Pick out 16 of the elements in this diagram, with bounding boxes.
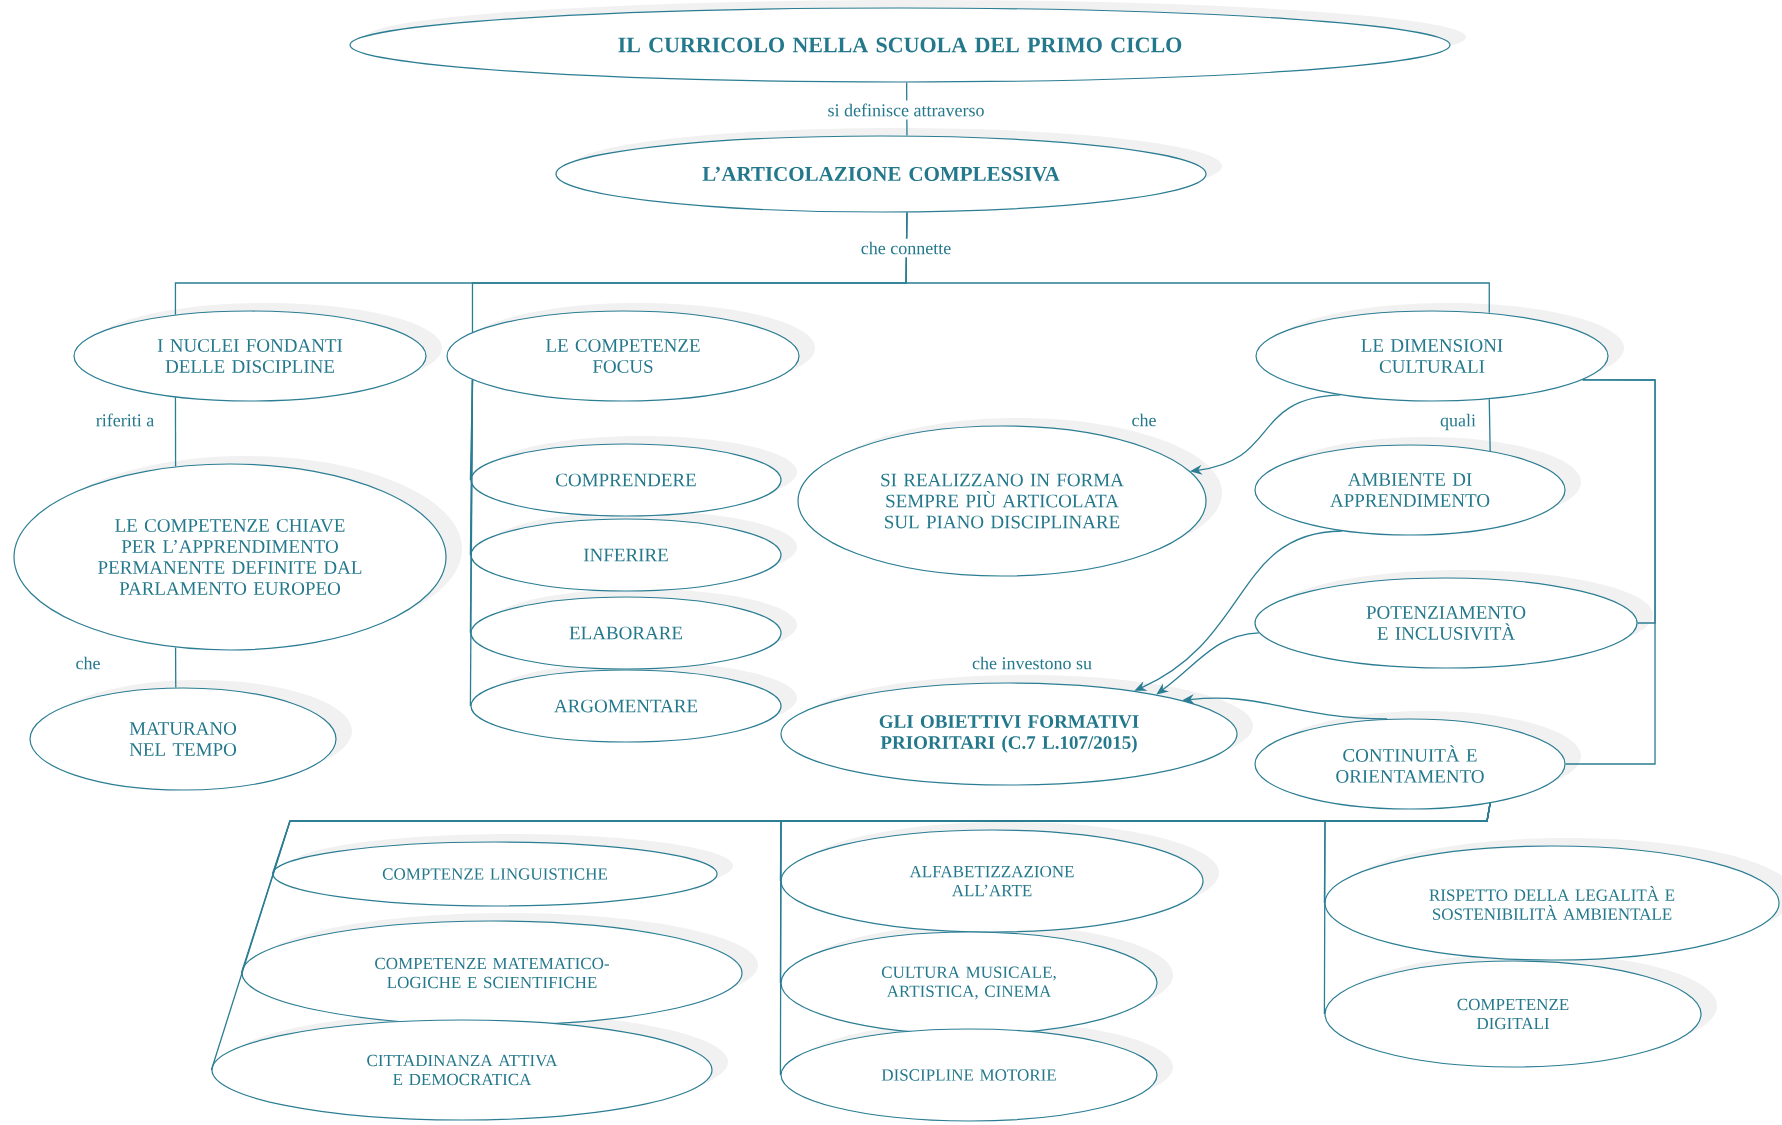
edge-label: quali — [1440, 413, 1476, 431]
edge-label: che — [1132, 413, 1156, 427]
connector-line — [174, 646, 177, 689]
connector-line — [174, 396, 177, 468]
connector-line — [1564, 379, 1656, 765]
connector-line — [469, 379, 474, 707]
connector-line — [1323, 802, 1491, 1015]
edge-label: che connette — [857, 238, 955, 258]
edge-label: si definisce attraverso — [824, 100, 988, 120]
node-label: CITTADINANZA ATTIVA E DEMOCRATICA — [367, 1054, 558, 1086]
connector-line — [1488, 398, 1491, 452]
connector-line — [905, 211, 1490, 314]
edge-label: che investono su — [972, 656, 1092, 670]
edge-label: che — [76, 656, 100, 670]
node-label: DISCIPLINE MOTORIE — [881, 1069, 1056, 1081]
edge-label: riferiti a — [96, 413, 154, 427]
